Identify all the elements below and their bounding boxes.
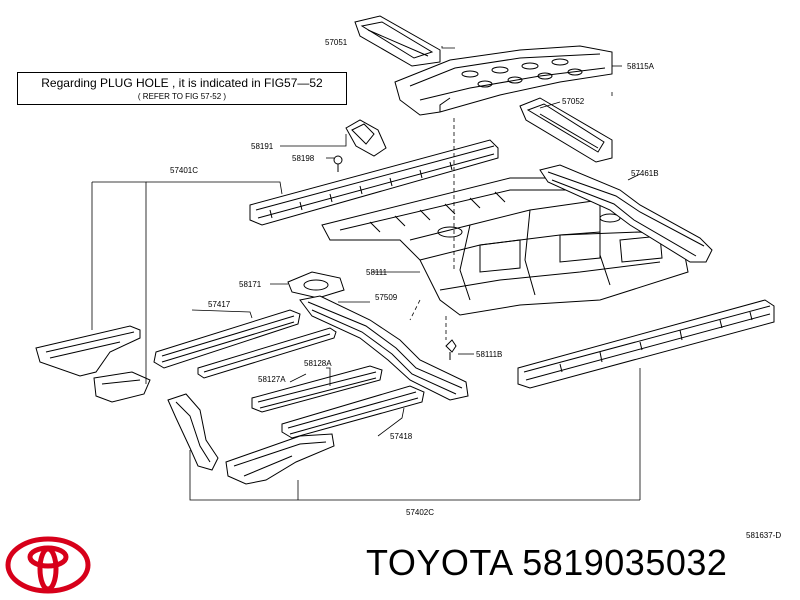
plug-hole-note-text: Regarding PLUG HOLE , it is indicated in… xyxy=(41,76,323,90)
plug-hole-note: Regarding PLUG HOLE , it is indicated in… xyxy=(17,72,347,105)
label-58198: 58198 xyxy=(292,154,315,163)
part-58127A-shape xyxy=(197,327,337,379)
label-58111: 58111 xyxy=(366,268,388,277)
label-57418: 57418 xyxy=(390,432,413,441)
part-58191-shape xyxy=(345,119,387,157)
leader-lines xyxy=(91,46,641,501)
label-57052: 57052 xyxy=(562,97,585,106)
label-58171: 58171 xyxy=(239,280,262,289)
label-57402C: 57402C xyxy=(406,508,434,517)
part-57401C-shape xyxy=(249,139,499,226)
brand-part-number: TOYOTA 5819035032 xyxy=(366,542,728,583)
part-58111B-shape xyxy=(445,339,457,360)
part-58171-shape xyxy=(287,271,345,299)
part-57401C-front-shape xyxy=(35,325,151,403)
part-57052-shape xyxy=(519,97,613,163)
part-58115A-shape xyxy=(394,45,613,116)
label-57509: 57509 xyxy=(375,293,398,302)
label-58115A: 58115A xyxy=(627,62,655,71)
part-57418-shape xyxy=(281,385,425,439)
label-57051: 57051 xyxy=(325,38,348,47)
part-57509-shape xyxy=(299,295,469,401)
part-57461B-shape xyxy=(539,164,713,263)
part-57402C-shape xyxy=(517,299,775,389)
plug-hole-note-reference: ( REFER TO FIG 57-52 ) xyxy=(137,92,227,101)
label-58111B: 58111B xyxy=(476,350,502,359)
part-57417-shape xyxy=(153,309,301,369)
label-57461B: 57461B xyxy=(631,169,659,178)
toyota-logo-icon xyxy=(5,536,91,594)
part-57051-shape xyxy=(354,15,441,67)
figure-code: 581637-D xyxy=(746,531,781,540)
label-58191: 58191 xyxy=(251,142,274,151)
label-57401C: 57401C xyxy=(170,166,198,175)
label-58128A: 58128A xyxy=(304,359,332,368)
part-58198-shape xyxy=(333,155,343,172)
part-58128A-shape xyxy=(251,365,383,413)
part-57402C-front-shape xyxy=(167,393,335,485)
label-58127A: 58127A xyxy=(258,375,286,384)
label-57417: 57417 xyxy=(208,300,231,309)
